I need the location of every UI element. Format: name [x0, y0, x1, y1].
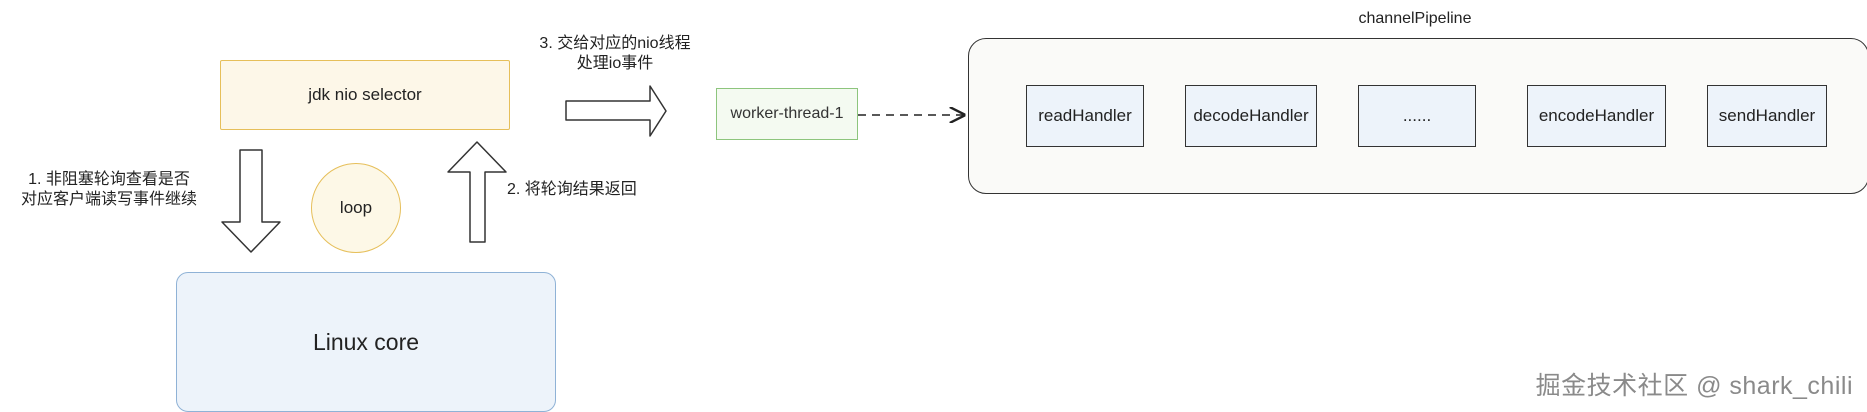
send-handler-label: sendHandler [1718, 106, 1816, 125]
ellipsis-handler-label: ...... [1402, 106, 1432, 125]
up-block-arrow [447, 141, 507, 243]
loop-circle: loop [311, 163, 401, 253]
pipeline-title: channelPipeline [1358, 10, 1472, 27]
linux-core-box: Linux core [176, 272, 556, 412]
down-block-arrow [221, 149, 281, 253]
step3-label: 3. 交给对应的nio线程 处理io事件 [539, 35, 691, 72]
nio-selector-label: jdk nio selector [308, 85, 422, 104]
watermark-text: 掘金技术社区 @ shark_chili [1535, 372, 1853, 400]
read-handler-label: readHandler [1038, 106, 1132, 125]
read-handler-box: readHandler [1026, 85, 1144, 147]
decode-handler-label: decodeHandler [1193, 106, 1309, 125]
loop-label: loop [339, 198, 373, 217]
decode-handler-box: decodeHandler [1185, 85, 1317, 147]
worker-thread-label: worker-thread-1 [730, 105, 844, 122]
nio-selector-box: jdk nio selector [220, 60, 510, 130]
ellipsis-handler-box: ...... [1358, 85, 1476, 147]
step2-label: 2. 将轮询结果返回 [507, 181, 637, 198]
worker-thread-box: worker-thread-1 [716, 88, 858, 140]
encode-handler-box: encodeHandler [1527, 85, 1666, 147]
send-handler-box: sendHandler [1707, 85, 1827, 147]
linux-core-label: Linux core [312, 328, 420, 355]
right-block-arrow [565, 85, 667, 137]
encode-handler-label: encodeHandler [1538, 106, 1655, 125]
step1-label: 1. 非阻塞轮询查看是否 对应客户端读写事件继续 [20, 171, 197, 208]
